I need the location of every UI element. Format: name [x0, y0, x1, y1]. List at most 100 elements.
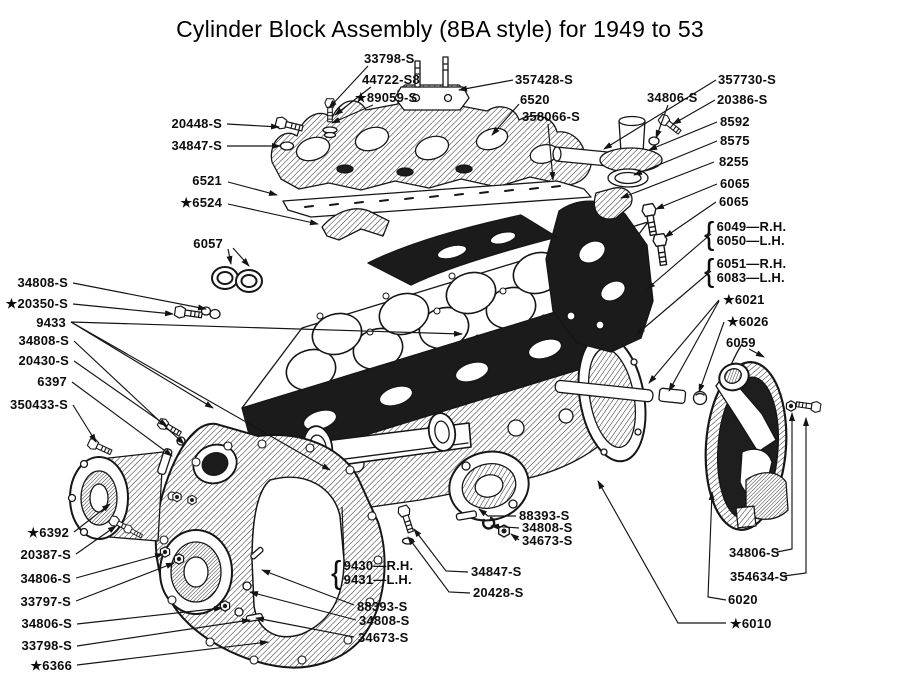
- part-label-34673-S: 34673-S: [358, 630, 409, 645]
- leader-line: [672, 99, 716, 125]
- part-label-34806-S: 34806-S: [21, 616, 72, 631]
- part-label-8592: 8592: [720, 114, 750, 129]
- part-label-89059-S: ★89059-S: [355, 90, 418, 105]
- leader-line: [71, 381, 173, 457]
- part-label-6520: 6520: [520, 92, 550, 107]
- part-label-8255: 8255: [719, 154, 749, 169]
- part-label-350433-S: 350433-S: [10, 397, 68, 412]
- leader-line: [72, 282, 207, 311]
- leader-line: [72, 404, 97, 443]
- part-label-33797-S: 33797-S: [20, 594, 71, 609]
- water-outlet-thermostat: [552, 112, 684, 220]
- part-label-6392: ★6392: [27, 525, 69, 540]
- leader-line: [633, 140, 718, 176]
- leader-line: [73, 503, 111, 533]
- valve-chamber-band: [367, 214, 558, 286]
- part-label-6020: 6020: [728, 592, 758, 607]
- leader-line: [75, 553, 164, 579]
- leader-line: [76, 639, 269, 666]
- manifold-bolt-stack: [322, 98, 338, 139]
- part-label-34808-S: 34808-S: [359, 613, 410, 628]
- part-label-20350-S: ★20350-S: [5, 296, 68, 311]
- part-label-6397: 6397: [37, 374, 67, 389]
- part-label-9433: 9433: [36, 315, 66, 330]
- part-label-6065: 6065: [720, 176, 750, 191]
- part-label-34847-S: 34847-S: [171, 138, 222, 153]
- part-label-9430R.H.-9431L.H.: {9430—R.H.9431—L.H.: [331, 554, 414, 591]
- page-title: Cylinder Block Assembly (8BA style) for …: [176, 16, 704, 42]
- leader-line: [646, 233, 712, 290]
- cylinder-head-right: [545, 200, 654, 353]
- part-label-6366: ★6366: [30, 658, 72, 673]
- leader-line: [75, 525, 117, 555]
- brace-glyph: {: [704, 252, 715, 289]
- part-label-34806-S: 34806-S: [729, 545, 780, 560]
- cylinder-bores: [285, 251, 564, 392]
- leader-line: [664, 201, 717, 238]
- leader-line: [490, 523, 520, 530]
- part-label-34673-S: 34673-S: [522, 533, 573, 548]
- part-label-34808-S: 34808-S: [522, 520, 573, 535]
- brace-glyph: {: [331, 554, 342, 591]
- brace-glyph: {: [704, 215, 715, 252]
- part-label-34808-S: 34808-S: [18, 333, 69, 348]
- part-label-357428-S: 357428-S: [515, 72, 573, 87]
- leader-line: [70, 321, 463, 337]
- leader-line: [255, 616, 355, 638]
- leader-line: [227, 181, 278, 196]
- part-label-20428-S: 20428-S: [473, 585, 524, 600]
- leader-line: [636, 270, 712, 335]
- part-label-20448-S: 20448-S: [171, 116, 222, 131]
- part-label-88393-S: 88393-S: [357, 599, 408, 614]
- leader-line: [226, 248, 233, 265]
- part-label-88393-S: 88393-S: [519, 508, 570, 523]
- leader-line: [648, 121, 718, 151]
- leader-line: [707, 491, 727, 601]
- leader-line: [73, 340, 185, 445]
- leader-line: [341, 506, 345, 557]
- part-label-44722-S8: 44722-S8: [362, 72, 420, 87]
- part-label-34808-S: 34808-S: [17, 275, 68, 290]
- leader-line: [232, 247, 250, 267]
- part-label-20387-S: 20387-S: [20, 547, 71, 562]
- leader-line: [698, 321, 725, 393]
- part-label-357730-S: 357730-S: [718, 72, 776, 87]
- leader-line: [226, 123, 280, 130]
- part-label-34806-S: 34806-S: [20, 571, 71, 586]
- leader-line: [76, 605, 223, 625]
- leader-line: [75, 562, 175, 602]
- leader-line: [331, 104, 374, 124]
- part-label-33798-S: 33798-S: [364, 51, 415, 66]
- leader-line: [73, 360, 168, 427]
- front-cover-plate: [154, 422, 386, 669]
- leader-line: [510, 533, 520, 542]
- bellhousing: [704, 343, 822, 531]
- carburetor-studs: [414, 56, 449, 88]
- part-label-33798-S: 33798-S: [21, 638, 72, 653]
- leader-line: [655, 104, 669, 139]
- leader-line: [491, 103, 520, 136]
- leader-line: [748, 348, 765, 358]
- leader-line: [407, 536, 471, 594]
- part-label-6010: ★6010: [730, 616, 772, 631]
- leader-line: [261, 569, 355, 606]
- leader-line: [648, 299, 720, 384]
- seal-rings: [211, 266, 263, 293]
- part-label-6021: ★6021: [723, 292, 765, 307]
- gallery-rod-and-plug: [554, 379, 708, 406]
- leader-line: [783, 417, 809, 577]
- leader-line: [668, 300, 720, 392]
- leader-line: [603, 79, 717, 150]
- leader-line: [478, 508, 516, 517]
- part-label-20430-S: 20430-S: [18, 353, 69, 368]
- leader-line: [547, 123, 556, 181]
- part-label-354634-S: 354634-S: [730, 569, 788, 584]
- part-label-34847-S: 34847-S: [471, 564, 522, 579]
- part-label-6065: 6065: [719, 194, 749, 209]
- leader-line: [458, 79, 514, 92]
- leader-line: [72, 303, 174, 317]
- leader-line: [249, 591, 357, 621]
